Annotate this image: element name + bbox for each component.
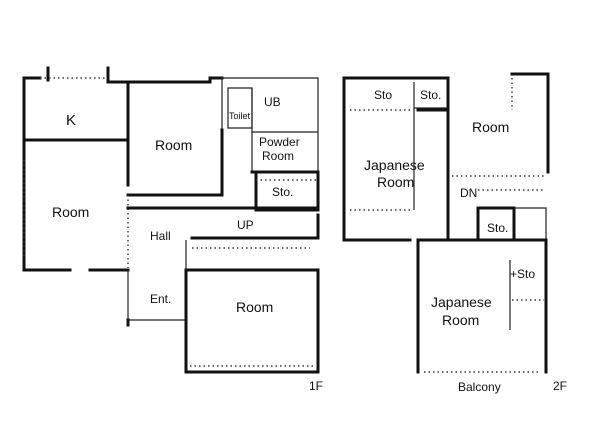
room-label-japanese-1-line1: Japanese xyxy=(364,157,425,173)
room-label-storage-d: +Sto xyxy=(510,267,536,281)
room-label-storage-b: Sto. xyxy=(420,88,442,102)
room-label-powder-room-line2: Room xyxy=(262,149,295,163)
room-label-entrance: Ent. xyxy=(150,292,172,306)
room-label-japanese-1-line2: Room xyxy=(377,174,415,190)
room-label-powder-room-line1: Powder xyxy=(259,135,300,149)
second-floor-walls xyxy=(342,72,550,374)
floor-label-1f: 1F xyxy=(309,379,324,393)
stairs-label-up: UP xyxy=(237,218,254,232)
room-label-room-bottom: Room xyxy=(236,299,274,315)
room-label-unit-bath: UB xyxy=(264,95,281,109)
stairs-label-down: DN xyxy=(460,186,478,200)
room-label-japanese-2-line1: Japanese xyxy=(431,294,492,310)
room-label-toilet: Toilet xyxy=(229,111,251,121)
floor-label-2f: 2F xyxy=(553,379,568,393)
room-label-room-top: Room xyxy=(155,137,193,153)
room-label-storage: Sto. xyxy=(272,185,294,199)
room-label-hall: Hall xyxy=(150,229,171,243)
room-label-storage-a: Sto xyxy=(374,88,393,102)
room-label-japanese-2-line2: Room xyxy=(442,312,480,328)
room-label-storage-c: Sto. xyxy=(487,221,509,235)
room-label-kitchen: K xyxy=(66,112,77,129)
first-floor-walls xyxy=(22,66,320,374)
room-label-room-left: Room xyxy=(52,204,90,220)
area-label-balcony: Balcony xyxy=(458,380,501,394)
room-label-room-2f: Room xyxy=(472,119,510,135)
